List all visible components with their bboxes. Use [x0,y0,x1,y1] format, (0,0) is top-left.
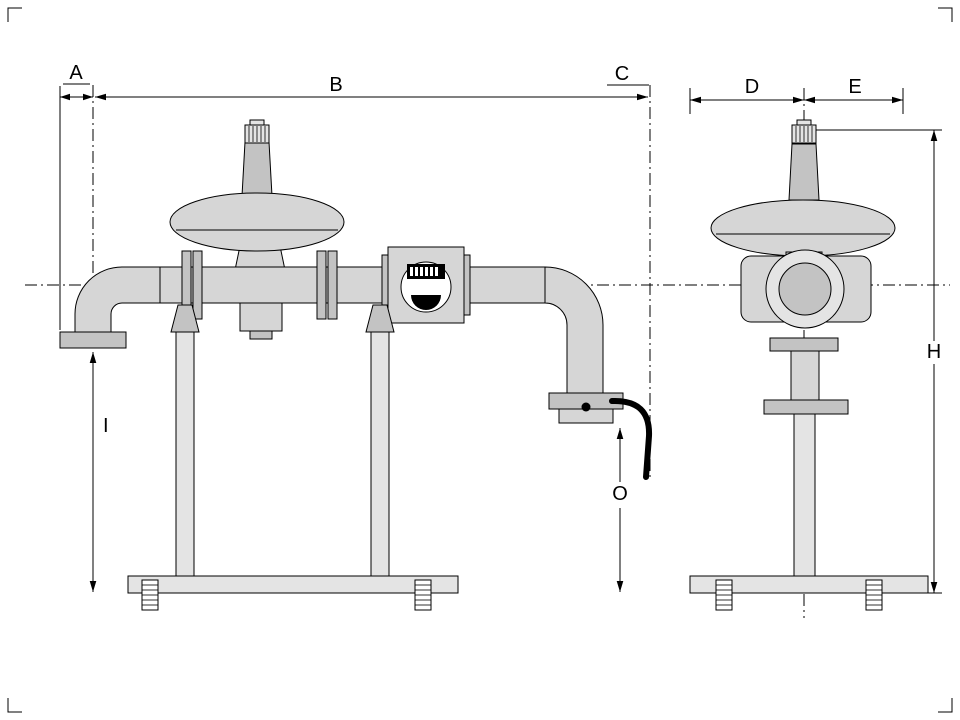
corner-mark-bottom-left [7,698,22,713]
dimensions: A B C I O [59,62,942,594]
flange-disc [192,250,203,320]
arrowhead [637,93,648,101]
arrowhead [89,581,97,592]
dimension-e: E [804,76,904,114]
cap-knurling [795,126,813,142]
digit-bar [410,267,413,276]
dimension-label-a: A [69,62,83,84]
arrowhead [690,96,701,104]
cap-knurling [248,126,266,142]
inlet-elbow [74,266,161,333]
arrowhead [616,581,624,592]
dimension-label-b: B [329,74,342,96]
dimension-d: D [689,76,804,114]
dimension-label-h: H [927,341,941,363]
arrowhead [892,96,903,104]
diaphragm-housing [710,199,896,257]
stand-column [175,331,195,577]
stand-column [370,331,390,577]
leveling-foot [414,579,432,611]
stand-column [793,413,816,577]
leveling-foot [865,579,883,611]
arrowhead [95,93,106,101]
diaphragm-housing [169,192,345,252]
meter-display-digits [410,267,438,276]
dimension-a: A [59,62,93,330]
arrowhead [83,93,93,101]
regulator-drain-plug [249,330,273,340]
digit-bar [425,267,428,276]
regulator-bonnet [241,141,273,197]
valve-bolt [581,402,591,412]
digit-bar [420,267,423,276]
digit-bar [415,267,418,276]
regulator-bonnet [788,143,820,201]
corner-marks [7,7,953,713]
arrowhead [616,428,624,439]
dimension-o: O [612,428,628,592]
valve-handle [609,397,653,480]
leveling-foot [141,579,159,611]
flange-disc [327,250,338,320]
adjustment-cap [791,119,817,144]
meter-dial-lower [411,295,441,310]
arrowhead [60,93,70,101]
flange-disc [316,250,327,320]
outlet-flange-upper [769,337,839,352]
dimension-label-i: I [103,415,109,437]
pipe-flange-pair-right [316,250,338,320]
regulator-lower-body [239,302,283,332]
arrowhead [793,96,804,104]
digit-bar [430,267,433,276]
corner-mark-top-left [7,7,22,22]
dimension-label-d: D [745,76,759,98]
outlet-flange-lower [763,399,849,415]
arrowhead [89,352,97,363]
side-view [689,119,929,611]
adjustment-cap [244,119,270,144]
outlet-elbow [544,266,604,396]
support-stand-left [170,304,200,577]
dimension-b: B [95,74,648,101]
outlet-pipe [790,350,820,401]
front-view [59,119,653,611]
dimension-label-c: C [615,63,629,85]
meter-flange-right [463,254,471,316]
digit-bar [435,267,438,276]
dimension-h: H [816,129,942,594]
support-stand-right [365,304,395,577]
corner-mark-top-right [938,7,953,22]
inlet-flange [59,331,127,349]
corner-mark-bottom-right [938,698,953,713]
arrowhead [930,130,938,141]
main-pipe [159,266,546,304]
dimension-c: C [607,63,649,86]
gas-meter [381,246,471,324]
dimension-label-o: O [612,483,628,505]
arrowhead [930,582,938,593]
arrowhead [804,96,815,104]
leveling-foot [715,579,733,611]
base-plate [127,575,459,594]
dimension-label-e: E [848,76,861,98]
dimension-i: I [89,352,109,592]
body-boss-inner [778,262,832,316]
